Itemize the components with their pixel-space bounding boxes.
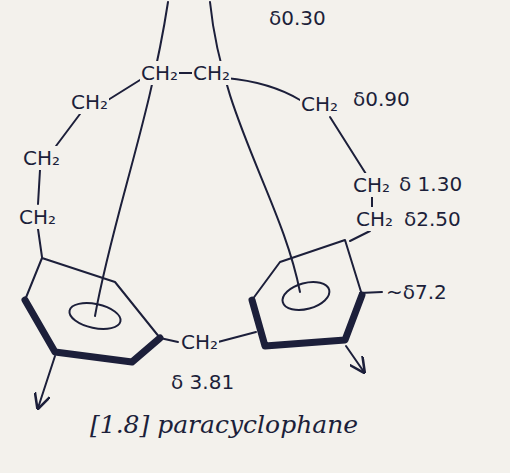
bond xyxy=(56,114,80,146)
shift-label: δ2.50 xyxy=(403,207,462,231)
group-label: CH₂ xyxy=(300,92,339,116)
benzene-ring xyxy=(252,240,362,346)
shift-label: δ0.30 xyxy=(268,6,327,30)
shift-label: δ 3.81 xyxy=(170,370,235,394)
bond xyxy=(350,231,370,241)
group-label: CH₂ xyxy=(140,61,179,85)
group-label: CH₂ xyxy=(180,330,219,354)
bond xyxy=(108,80,140,100)
group-label: CH₂ xyxy=(352,173,391,197)
ring-bold-edge xyxy=(25,300,160,362)
arrow xyxy=(346,346,364,372)
arrow xyxy=(38,356,55,408)
shielding-line xyxy=(95,2,168,316)
aromatic-circle xyxy=(279,277,332,315)
group-label: CH₂ xyxy=(22,146,61,170)
bond xyxy=(330,117,366,174)
group-label: CH₂ xyxy=(355,207,394,231)
ring-bold-edge xyxy=(252,295,362,346)
benzene-ring xyxy=(25,258,160,362)
shift-label: δ0.90 xyxy=(352,87,411,111)
bond xyxy=(38,229,42,257)
group-label: CH₂ xyxy=(70,90,109,114)
bond xyxy=(371,197,373,207)
shift-label: ~δ7.2 xyxy=(385,280,448,304)
group-label: CH₂ xyxy=(192,61,231,85)
bond xyxy=(218,332,256,342)
shift-label: δ 1.30 xyxy=(398,172,463,196)
bond xyxy=(177,72,192,74)
bond xyxy=(38,170,40,204)
bond xyxy=(226,78,300,100)
shielding-line xyxy=(210,2,300,292)
caption: [1.8] paracyclophane xyxy=(90,410,358,440)
leader-line xyxy=(360,292,382,293)
group-label: CH₂ xyxy=(18,205,57,229)
